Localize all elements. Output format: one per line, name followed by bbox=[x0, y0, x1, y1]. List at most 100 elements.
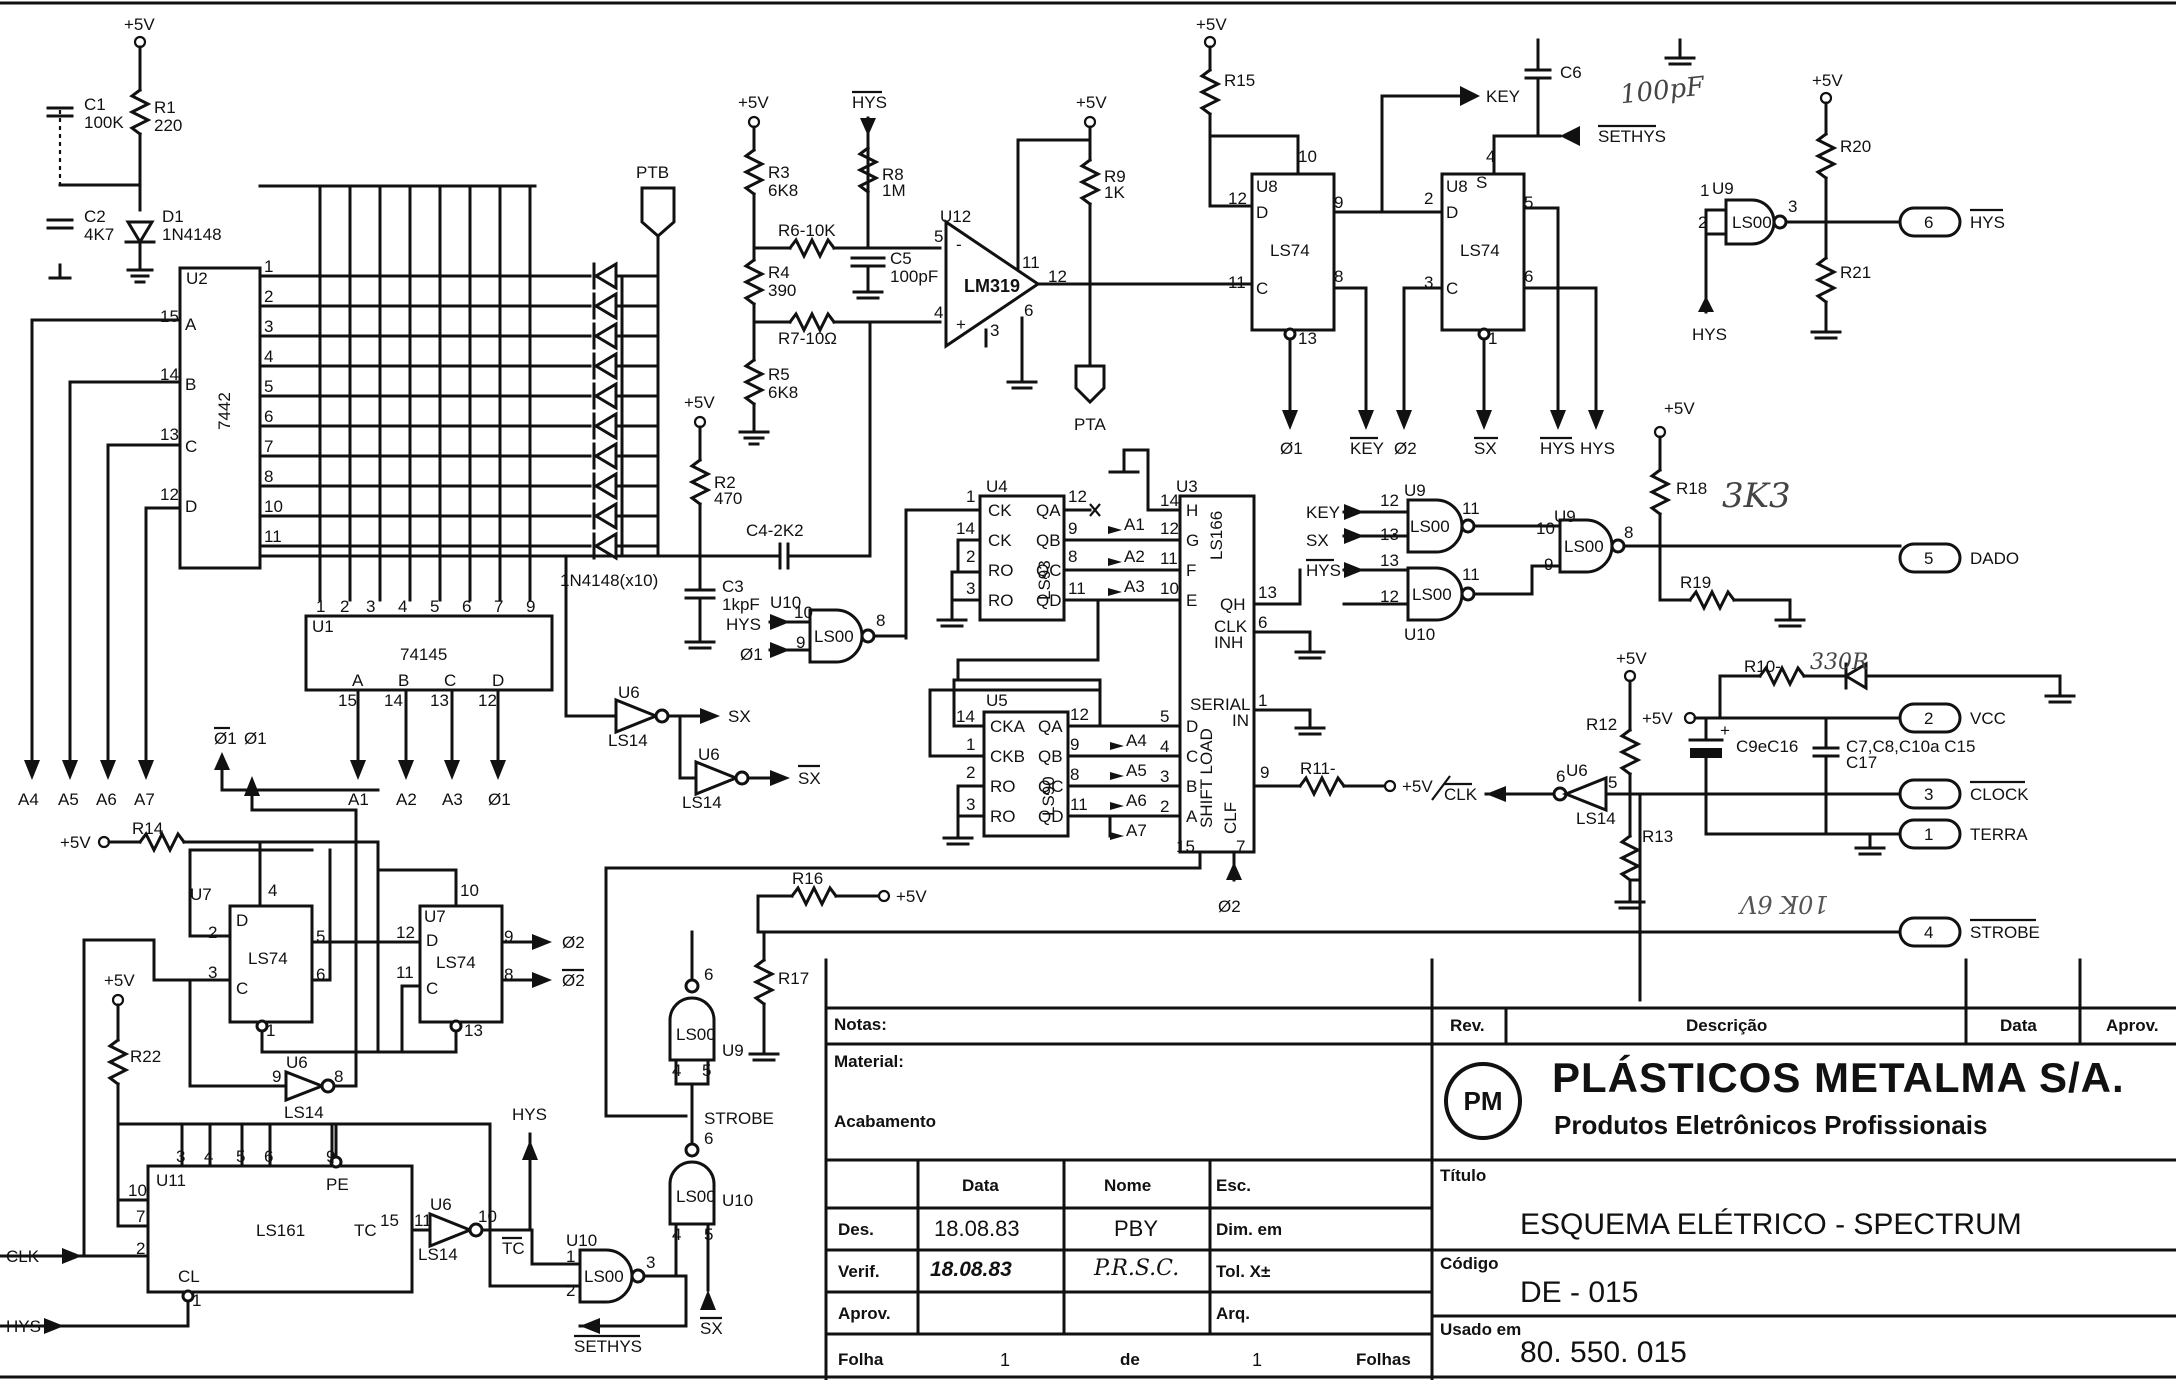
svg-text:12: 12 bbox=[1380, 491, 1399, 510]
svg-text:10: 10 bbox=[264, 497, 283, 516]
svg-text:QB: QB bbox=[1038, 747, 1063, 766]
svg-text:5: 5 bbox=[430, 597, 439, 616]
svg-text:SX: SX bbox=[1306, 531, 1329, 550]
svg-text:4: 4 bbox=[1486, 147, 1495, 166]
svg-text:U9: U9 bbox=[722, 1041, 744, 1060]
svg-text:C9eC16: C9eC16 bbox=[1736, 737, 1798, 756]
svg-text:A: A bbox=[352, 671, 364, 690]
svg-text:14: 14 bbox=[384, 691, 403, 710]
svg-text:LS00: LS00 bbox=[1412, 585, 1452, 604]
svg-text:CLF: CLF bbox=[1221, 802, 1240, 834]
svg-text:HYS: HYS bbox=[1306, 561, 1341, 580]
svg-text:HYS: HYS bbox=[6, 1317, 41, 1336]
svg-text:IN: IN bbox=[1232, 711, 1249, 730]
svg-text:R16: R16 bbox=[792, 869, 823, 888]
connector-number: 3 bbox=[1924, 785, 1933, 804]
svg-text:SX: SX bbox=[728, 707, 751, 726]
svg-text:11: 11 bbox=[414, 1211, 432, 1230]
des-date: 18.08.83 bbox=[934, 1216, 1020, 1241]
svg-text:F: F bbox=[1186, 561, 1196, 580]
svg-text:4: 4 bbox=[268, 881, 277, 900]
svg-text:C17: C17 bbox=[1846, 753, 1877, 772]
svg-text:R12: R12 bbox=[1586, 715, 1617, 734]
svg-text:RO: RO bbox=[988, 561, 1014, 580]
svg-text:D1: D1 bbox=[162, 207, 184, 226]
svg-text:CKB: CKB bbox=[990, 747, 1025, 766]
svg-text:U10: U10 bbox=[566, 1231, 597, 1250]
svg-text:13: 13 bbox=[1298, 329, 1317, 348]
svg-text:U8: U8 bbox=[1256, 177, 1278, 196]
svg-text:KEY: KEY bbox=[1306, 503, 1340, 522]
svg-text:8: 8 bbox=[334, 1067, 343, 1086]
svg-text:10: 10 bbox=[1536, 519, 1555, 538]
svg-text:2: 2 bbox=[1424, 189, 1433, 208]
diode-1n4148 bbox=[592, 351, 660, 381]
svg-text:11: 11 bbox=[264, 527, 282, 546]
svg-text:13: 13 bbox=[1258, 583, 1277, 602]
svg-text:C: C bbox=[444, 671, 456, 690]
connector-label: TERRA bbox=[1970, 825, 2028, 844]
svg-text:R8: R8 bbox=[882, 165, 904, 184]
svg-text:Ø1: Ø1 bbox=[740, 645, 763, 664]
svg-text:A2: A2 bbox=[1124, 547, 1145, 566]
svg-text:C7,C8,C10a C15: C7,C8,C10a C15 bbox=[1846, 737, 1975, 756]
svg-text:3: 3 bbox=[990, 321, 999, 340]
svg-text:7442: 7442 bbox=[215, 392, 234, 430]
des-name: PBY bbox=[1114, 1216, 1159, 1241]
diode-1n4148 bbox=[592, 471, 660, 501]
diode-1n4148 bbox=[592, 501, 660, 531]
svg-text:5: 5 bbox=[934, 227, 943, 246]
svg-text:6: 6 bbox=[1024, 301, 1033, 320]
connector-number: 4 bbox=[1924, 923, 1933, 942]
folha-total: 1 bbox=[1252, 1350, 1263, 1370]
svg-text:6K8: 6K8 bbox=[768, 383, 798, 402]
svg-text:A3: A3 bbox=[442, 790, 463, 809]
svg-text:QA: QA bbox=[1036, 501, 1061, 520]
svg-text:5: 5 bbox=[264, 377, 273, 396]
svg-text:R20: R20 bbox=[1840, 137, 1871, 156]
svg-text:9: 9 bbox=[1070, 735, 1079, 754]
svg-text:U7: U7 bbox=[424, 907, 446, 926]
svg-text:13: 13 bbox=[1380, 525, 1399, 544]
svg-text:470: 470 bbox=[714, 489, 742, 508]
svg-text:R15: R15 bbox=[1224, 71, 1255, 90]
svg-text:LS00: LS00 bbox=[584, 1267, 624, 1286]
svg-text:R10-: R10- bbox=[1744, 657, 1781, 676]
svg-text:+5V: +5V bbox=[738, 93, 769, 112]
svg-text:Ø2: Ø2 bbox=[562, 971, 585, 990]
svg-text:QA: QA bbox=[1038, 717, 1063, 736]
svg-text:SX: SX bbox=[1474, 439, 1497, 458]
data-label: Data bbox=[2000, 1016, 2037, 1035]
svg-text:+: + bbox=[1720, 721, 1730, 740]
company-logo: PM bbox=[1444, 1062, 1522, 1140]
svg-text:A6: A6 bbox=[96, 790, 117, 809]
svg-text:+5V: +5V bbox=[1076, 93, 1107, 112]
svg-text:12: 12 bbox=[478, 691, 497, 710]
svg-text:A6: A6 bbox=[1126, 791, 1147, 810]
diode-1n4148 bbox=[592, 531, 660, 561]
svg-text:G: G bbox=[1186, 531, 1199, 550]
svg-text:U11: U11 bbox=[156, 1171, 186, 1190]
svg-text:7: 7 bbox=[1236, 837, 1245, 856]
svg-text:D: D bbox=[492, 671, 504, 690]
svg-text:C3: C3 bbox=[722, 577, 744, 596]
arq-label: Arq. bbox=[1216, 1304, 1250, 1323]
diode-1n4148 bbox=[592, 321, 660, 351]
svg-text:R22: R22 bbox=[130, 1047, 161, 1066]
svg-text:C6: C6 bbox=[1560, 63, 1582, 82]
svg-text:Ø1: Ø1 bbox=[214, 729, 237, 748]
svg-text:C: C bbox=[1186, 747, 1198, 766]
company-logo-text: PM bbox=[1463, 1085, 1503, 1116]
svg-text:QB: QB bbox=[1036, 531, 1061, 550]
svg-text:KEY: KEY bbox=[1486, 87, 1520, 106]
connector-number: 6 bbox=[1924, 213, 1933, 232]
svg-text:D: D bbox=[185, 497, 197, 516]
